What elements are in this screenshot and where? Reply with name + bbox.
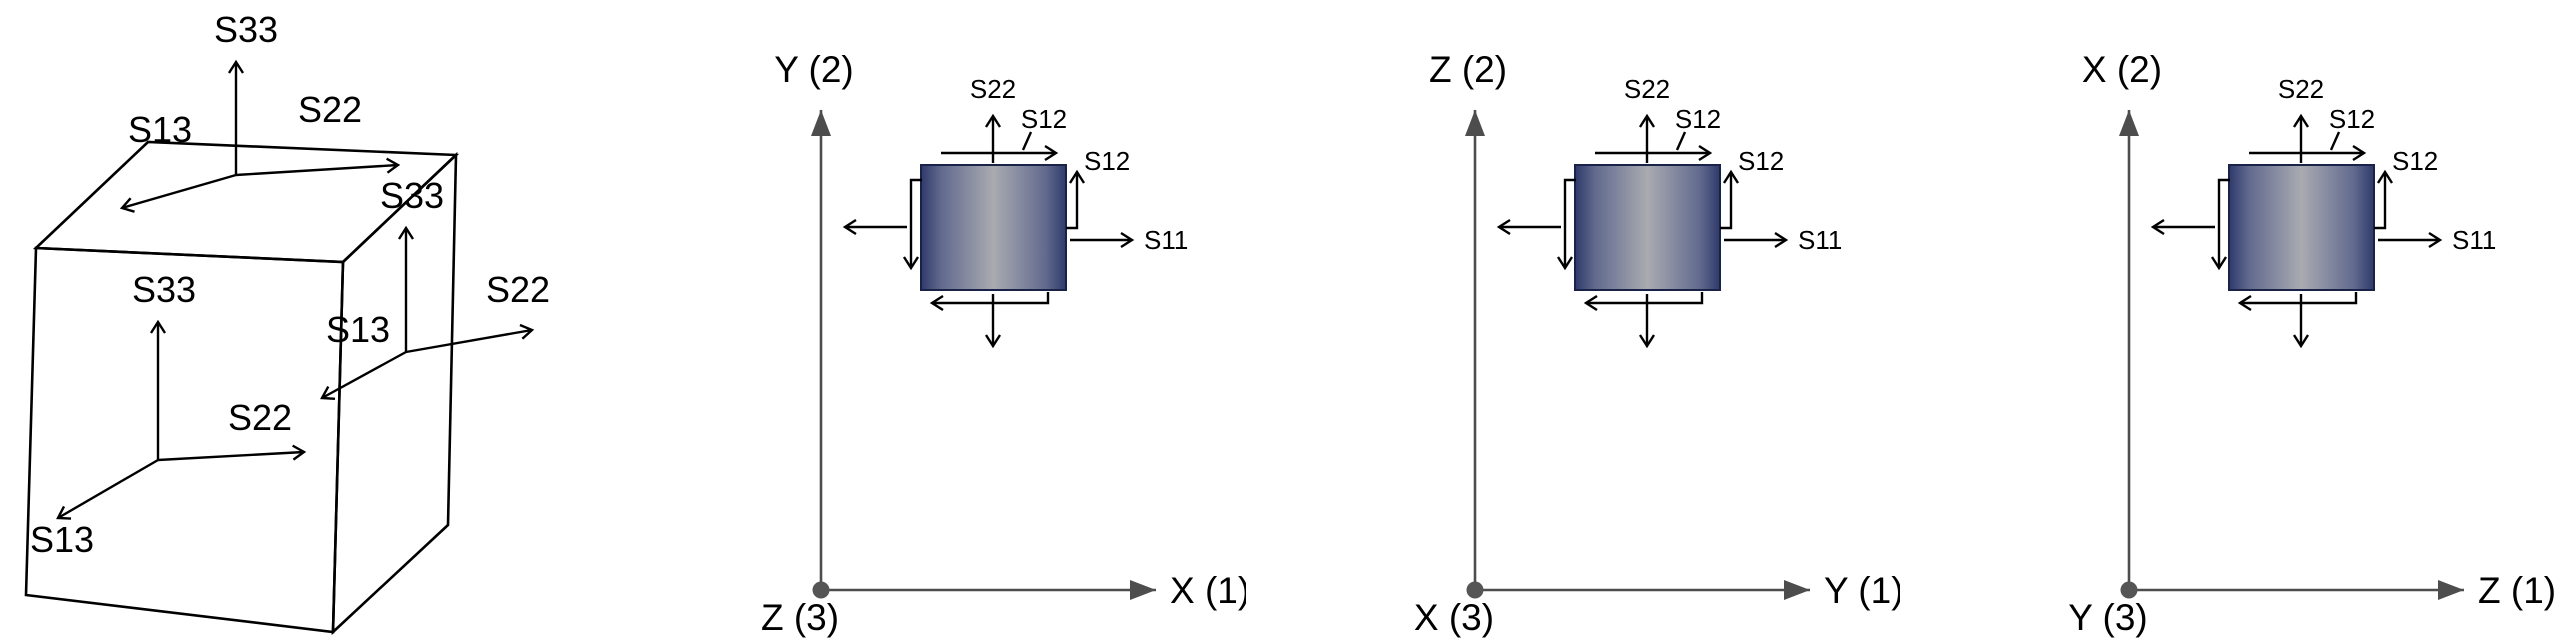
s22-arrow — [157, 444, 307, 462]
s12-top-label: S12 — [1021, 104, 1067, 134]
stress-panel-yz: Z (2) Y (1) X (3) S22 S12 S12 S11 — [1414, 49, 1900, 638]
right-face-stress-arrows — [320, 225, 535, 401]
s22-label: S22 — [1624, 74, 1670, 104]
s22-label: S22 — [970, 74, 1016, 104]
s12-right-label: S12 — [1084, 146, 1130, 176]
front-face-stress-arrows — [56, 319, 307, 520]
s33-label: S33 — [132, 269, 196, 310]
s13-label: S13 — [326, 309, 390, 350]
s12-bottom-arrow — [1583, 292, 1704, 312]
s22-label: S22 — [2278, 74, 2324, 104]
s12-bottom-arrow — [929, 292, 1050, 312]
s13-arrow — [119, 173, 237, 213]
axes — [1465, 110, 1810, 600]
stress-element — [1574, 164, 1721, 291]
s22-label: S22 — [228, 397, 292, 438]
origin-dot — [1466, 581, 1484, 599]
s22-arrow — [235, 157, 401, 177]
s12-top-tick — [1675, 131, 1687, 151]
right-face-stress-labels: S33 S22 S13 — [326, 175, 550, 350]
cube-right-face — [331, 151, 458, 636]
s13-arrow — [56, 458, 159, 520]
stress-panel-zx: X (2) Z (1) Y (3) S22 S12 S12 S11 — [2068, 49, 2554, 638]
s12-right-arrow — [2374, 169, 2394, 230]
s12-right-arrow — [1720, 169, 1740, 230]
stress-labels: S22 S12 S12 S11 — [2278, 74, 2496, 255]
s12-right-label: S12 — [1738, 146, 1784, 176]
stress-labels: S22 S12 S12 S11 — [970, 74, 1188, 255]
axes — [2119, 110, 2464, 600]
stress-element — [2228, 164, 2375, 291]
origin-dot — [2120, 581, 2138, 599]
s12-left-arrow — [1556, 178, 1576, 271]
top-face-stress-arrows — [119, 59, 401, 213]
axes — [811, 110, 1156, 600]
s11-label: S11 — [2452, 225, 2496, 255]
s12-right-arrow — [1066, 169, 1086, 230]
stress-arrows — [2150, 113, 2443, 349]
s12-bottom-arrow — [2237, 292, 2358, 312]
s13-arrow — [320, 350, 407, 401]
s12-top-tick — [2329, 131, 2341, 151]
horizontal-axis-label: Y (1) — [1824, 570, 1900, 611]
s12-left-arrow — [902, 178, 922, 271]
s12-right-label: S12 — [2392, 146, 2438, 176]
s22-label: S22 — [298, 89, 362, 130]
stress-panel-xy: Y (2) X (1) Z (3) S22 S12 S12 S11 — [761, 49, 1246, 638]
s22-arrow — [405, 323, 535, 354]
s12-left-arrow — [2210, 178, 2230, 271]
s12-top-label: S12 — [1675, 104, 1721, 134]
vertical-axis-label: Z (2) — [1429, 49, 1507, 90]
s11-label: S11 — [1144, 225, 1188, 255]
vertical-axis-label: Y (2) — [774, 49, 854, 90]
horizontal-axis-label: Z (1) — [2478, 570, 2554, 611]
top-face-stress-labels: S33 S22 S13 — [128, 9, 362, 150]
origin-label: Y (3) — [2068, 597, 2148, 638]
cube-diagram: S33 S22 S13 S33 S22 S13 S33 S22 S13 — [24, 9, 550, 636]
s13-label: S13 — [30, 519, 94, 560]
stress-arrows — [842, 113, 1135, 349]
horizontal-axis-label: X (1) — [1170, 570, 1246, 611]
s22-label: S22 — [486, 269, 550, 310]
s12-top-tick — [1021, 131, 1033, 151]
cube-wireframe — [24, 140, 460, 636]
stress-element — [920, 164, 1067, 291]
stress-labels: S22 S12 S12 S11 — [1624, 74, 1842, 255]
origin-label: X (3) — [1414, 597, 1494, 638]
origin-label: Z (3) — [761, 597, 839, 638]
s13-label: S13 — [128, 109, 192, 150]
vertical-axis-label: X (2) — [2082, 49, 2162, 90]
s33-label: S33 — [214, 9, 278, 50]
origin-dot — [812, 581, 830, 599]
s11-label: S11 — [1798, 225, 1842, 255]
s12-top-label: S12 — [2329, 104, 2375, 134]
s33-label: S33 — [380, 175, 444, 216]
front-face-stress-labels: S33 S22 S13 — [30, 269, 292, 560]
stress-arrows — [1496, 113, 1789, 349]
